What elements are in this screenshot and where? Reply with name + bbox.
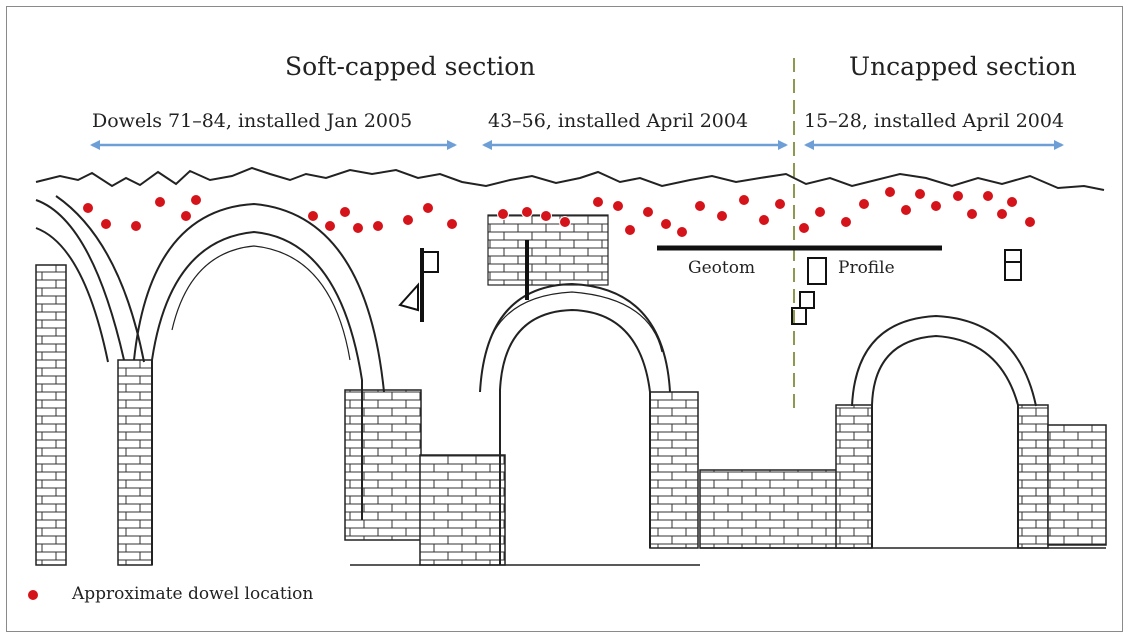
profile-label: Profile [838,258,895,278]
dowel-marker [339,206,351,218]
dowel-marker [190,194,202,206]
dowel-marker [402,214,414,226]
dowel-marker [624,224,636,236]
dowel-markers [82,186,1036,238]
dowel-marker [307,210,319,222]
arch-4 [851,314,1037,548]
dowel-marker [422,202,434,214]
dowel-marker [180,210,192,222]
dowel-marker [966,208,978,220]
wall-top-outline [35,166,1105,191]
dowel-marker [952,190,964,202]
dowel-marker [660,218,672,230]
range-label-71-84: Dowels 71–84, installed Jan 2005 [92,110,413,132]
dowel-marker [82,202,94,214]
dowel-marker [540,210,552,222]
legend-dowel-dot [27,589,39,601]
dowel-marker [130,220,142,232]
dowel-marker [716,210,728,222]
dowel-marker [774,198,786,210]
soft-capped-title: Soft-capped section [285,52,536,81]
figure-frame [6,6,1123,632]
dowel-marker [497,208,509,220]
arch-3 [479,282,671,565]
dowel-marker [642,206,654,218]
legend-label: Approximate dowel location [72,584,314,604]
dowel-marker [100,218,112,230]
dowel-marker [1024,216,1036,228]
dowel-marker [694,200,706,212]
dowel-marker [521,206,533,218]
base-masonry-1 [699,469,851,549]
dowel-marker [559,216,571,228]
dowel-marker [446,218,458,230]
dowel-marker [154,196,166,208]
pier-masonry-2 [344,389,422,541]
dowel-marker [372,220,384,232]
device-left [398,248,439,322]
base-masonry-2 [1047,424,1107,546]
rubble-fill [487,214,609,286]
dowel-marker [1006,196,1018,208]
dowel-marker [840,216,852,228]
dowel-marker [352,222,364,234]
pier-masonry-1 [117,359,153,566]
uncapped-title: Uncapped section [849,52,1077,81]
arch-2 [133,202,385,565]
device-profile [791,257,827,325]
geotom-label: Geotom [688,258,756,278]
range-label-43-56: 43–56, installed April 2004 [488,110,749,132]
dowel-marker [758,214,770,226]
dowel-marker [814,206,826,218]
dowel-marker [930,200,942,212]
range-label-15-28: 15–28, installed April 2004 [804,110,1065,132]
dowel-marker [884,186,896,198]
pier-masonry-left [35,264,67,566]
dowel-marker [676,226,688,238]
dowel-marker [324,220,336,232]
dowel-marker [798,222,810,234]
dowel-marker [900,204,912,216]
dowel-marker [858,198,870,210]
pier-masonry-4 [649,391,699,549]
dowel-marker [996,208,1008,220]
dowel-marker [982,190,994,202]
dowel-marker [612,200,624,212]
pier-masonry-6 [1017,404,1049,549]
pier-masonry-3 [419,454,506,566]
dowel-marker [738,194,750,206]
dowel-marker [592,196,604,208]
dowel-marker [914,188,926,200]
device-right [1004,249,1022,281]
pier-masonry-5 [835,404,873,549]
